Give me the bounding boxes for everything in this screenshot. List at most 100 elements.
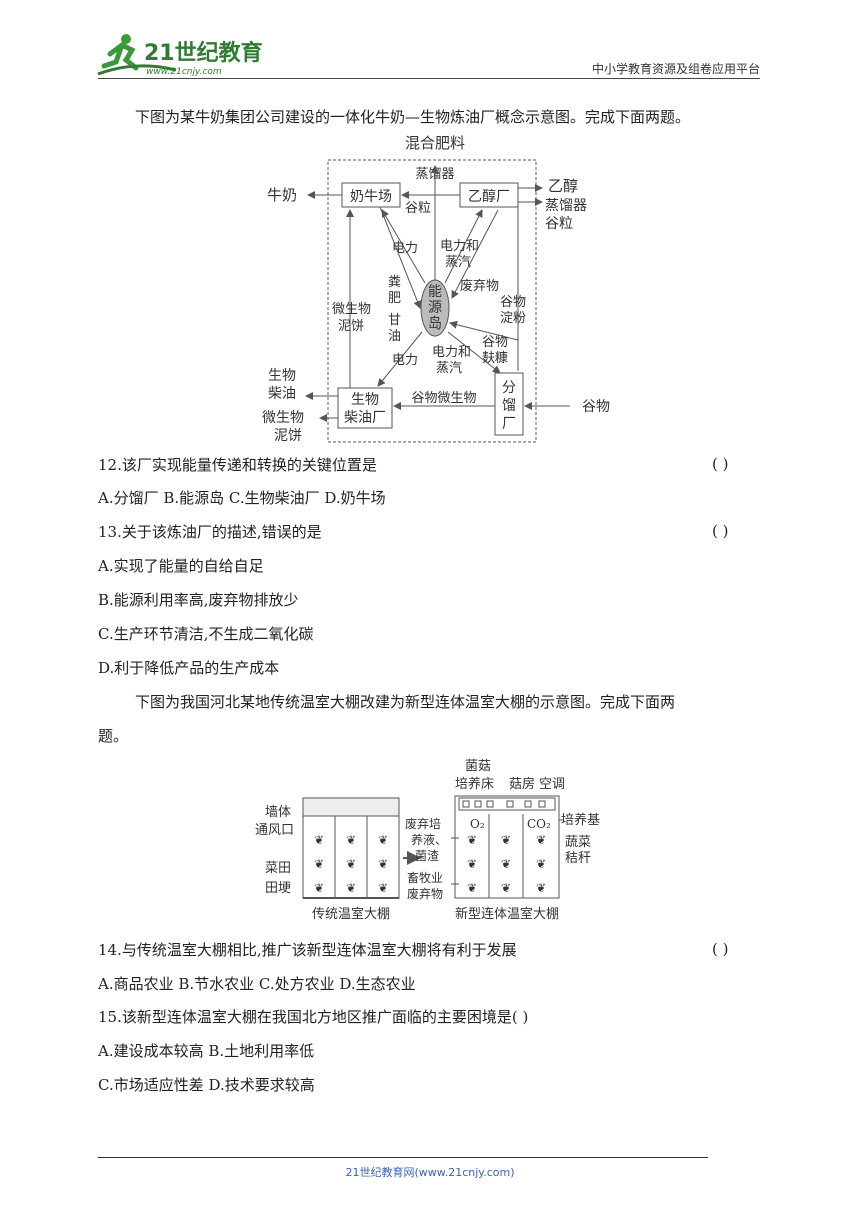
svg-text:❦: ❦ — [467, 857, 477, 871]
label-power-2: 电力 — [392, 353, 418, 368]
question-13-option-b: B.能源利用率高,废弃物排放少 — [98, 591, 299, 609]
label-field: 菜田 — [265, 861, 291, 876]
label-wall: 墙体 — [265, 805, 291, 820]
label-substrate: 培养基 — [561, 812, 600, 828]
label-livestock-1: 畜牧业 — [407, 870, 443, 885]
question-15-options-ab: A.建设成本较高 B.土地利用率低 — [98, 1042, 315, 1060]
label-ac: 空调 — [539, 777, 565, 792]
island-l1: 能 — [428, 284, 442, 300]
label-bed: 培养床 — [455, 776, 494, 792]
label-vent: 通风口 — [255, 823, 294, 838]
label-still-out: 蒸馏器 — [545, 198, 587, 214]
question-13-option-c: C.生产环节清洁,不生成二氧化碳 — [98, 625, 314, 643]
box-distill-l3: 厂 — [502, 416, 516, 432]
runner-icon — [97, 34, 177, 76]
label-mixed-fertilizer: 混合肥料 — [405, 134, 465, 152]
svg-text:❦: ❦ — [378, 833, 388, 847]
svg-text:❦: ❦ — [378, 881, 388, 895]
label-grain: 谷粒 — [405, 201, 431, 216]
label-microbe-cake-2b: 泥饼 — [274, 428, 302, 444]
question-15-options-cd: C.市场适应性差 D.技术要求较高 — [98, 1076, 315, 1094]
label-glycerin-1: 甘 — [388, 313, 401, 328]
svg-text:❦: ❦ — [501, 857, 511, 871]
label-grain-starch-1: 谷物 — [500, 295, 526, 310]
greenhouse-diagram: ❦❦❦ ❦❦❦ ❦❦❦ 墙体 通风口 菜田 田埂 传统温室大棚 ❦❦❦ ❦❦❦ … — [255, 759, 600, 922]
label-traditional: 传统温室大棚 — [312, 906, 390, 922]
label-microbe-cake-1a: 微生物 — [332, 302, 371, 317]
label-microbe-cake-2a: 微生物 — [262, 410, 304, 426]
question-13-option-a: A.实现了能量的自给自足 — [98, 557, 264, 575]
label-ethanol: 乙醇 — [548, 177, 578, 195]
box-biodiesel-l1: 生物 — [351, 392, 379, 408]
logo-text: 21世纪教育 — [144, 40, 263, 66]
island-l3: 岛 — [428, 316, 442, 332]
svg-text:❦: ❦ — [314, 857, 324, 871]
label-mushroom: 菌菇 — [465, 759, 491, 774]
svg-text:❦: ❦ — [536, 881, 546, 895]
plant-icons-new: ❦❦❦ ❦❦❦ ❦❦❦ — [467, 833, 546, 895]
svg-text:❦: ❦ — [378, 857, 388, 871]
label-o2: O₂ — [470, 817, 485, 831]
label-grain-in: 谷物 — [582, 399, 610, 415]
question-13-option-d: D.利于降低产品的生产成本 — [98, 659, 280, 677]
logo-url: www.21cnjy.com — [146, 67, 222, 77]
question-12-options: A.分馏厂 B.能源岛 C.生物柴油厂 D.奶牛场 — [98, 489, 386, 507]
label-manure-1: 粪 — [388, 275, 401, 290]
svg-text:❦: ❦ — [536, 833, 546, 847]
label-waste: 废弃物 — [460, 278, 499, 294]
question-15: 15.该新型连体温室大棚在我国北方地区推广面临的主要困境是( ) — [98, 1008, 529, 1026]
label-power-steam-1a: 电力和 — [440, 239, 479, 254]
svg-text:❦: ❦ — [536, 857, 546, 871]
label-power-steam-2b: 蒸汽 — [436, 361, 462, 376]
intro-paragraph-1: 下图为某牛奶集团公司建设的一体化牛奶—生物炼油厂概念示意图。完成下面两题。 — [135, 108, 691, 126]
label-microbe-cake-1b: 泥饼 — [338, 319, 364, 334]
label-milk: 牛奶 — [267, 186, 297, 204]
label-manure-2: 肥 — [388, 291, 401, 306]
bed-cells — [462, 800, 546, 808]
site-logo: 21世纪教育 www.21cnjy.com — [96, 30, 276, 80]
answer-blank-13[interactable]: ( ) — [712, 522, 729, 540]
label-grain-bran-2: 麸糠 — [482, 350, 508, 366]
question-13: 13.关于该炼油厂的描述,错误的是 — [98, 523, 322, 541]
label-glycerin-2: 油 — [388, 329, 401, 344]
question-14-options: A.商品农业 B.节水农业 C.处方农业 D.生态农业 — [98, 975, 416, 993]
svg-text:❦: ❦ — [501, 881, 511, 895]
label-power-steam-2a: 电力和 — [432, 345, 471, 360]
label-new-greenhouse: 新型连体温室大棚 — [455, 906, 559, 922]
intro-paragraph-2-line1: 下图为我国河北某地传统温室大棚改建为新型连体温室大棚的示意图。完成下面两 — [135, 693, 676, 711]
plant-icons-traditional: ❦❦❦ ❦❦❦ ❦❦❦ — [314, 833, 388, 895]
label-waste-liquid-1: 废弃培 — [405, 816, 441, 831]
box-ethanol-plant: 乙醇厂 — [468, 188, 510, 205]
label-grain-starch-2: 淀粉 — [500, 311, 526, 326]
header-divider — [98, 78, 760, 79]
footer-link[interactable]: 21世纪教育网(www.21cnjy.com) — [345, 1166, 515, 1179]
label-grain-out: 谷粒 — [545, 216, 573, 232]
question-14: 14.与传统温室大棚相比,推广该新型连体温室大棚将有利于发展 — [98, 941, 517, 959]
label-grain-microbe: 谷物微生物 — [411, 391, 476, 406]
island-l2: 源 — [428, 300, 442, 316]
label-waste-liquid-3: 菌渣 — [415, 849, 439, 863]
box-biodiesel-l2: 柴油厂 — [344, 410, 386, 426]
svg-text:❦: ❦ — [314, 833, 324, 847]
biorefinery-diagram: 混合肥料 蒸馏器 奶牛场 乙醇厂 生物 柴油厂 分 馏 厂 能 源 岛 牛奶 谷… — [262, 134, 610, 444]
answer-blank-12[interactable]: ( ) — [712, 455, 729, 473]
label-biodiesel-2: 柴油 — [268, 386, 296, 402]
box-distill-l2: 馏 — [502, 398, 516, 414]
label-ridge: 田埂 — [265, 881, 291, 896]
label-straw-1: 蔬菜 — [565, 835, 591, 850]
svg-text:❦: ❦ — [467, 881, 477, 895]
footer-divider — [98, 1157, 708, 1158]
label-power-steam-1b: 蒸汽 — [445, 255, 471, 270]
label-power-1: 电力 — [392, 241, 418, 256]
platform-title: 中小学教育资源及组卷应用平台 — [591, 62, 760, 76]
box-dairy-farm: 奶牛场 — [350, 189, 392, 205]
svg-text:❦: ❦ — [346, 857, 356, 871]
label-livestock-2: 废弃物 — [407, 886, 443, 901]
answer-blank-14[interactable]: ( ) — [712, 940, 729, 958]
label-grain-bran-1: 谷物 — [482, 335, 508, 350]
intro-paragraph-2-line2: 题。 — [98, 727, 129, 745]
svg-text:❦: ❦ — [467, 833, 477, 847]
box-distill-l1: 分 — [502, 380, 516, 396]
question-12: 12.该厂实现能量传递和转换的关键位置是 — [98, 456, 377, 474]
label-house: 菇房 — [509, 776, 535, 792]
